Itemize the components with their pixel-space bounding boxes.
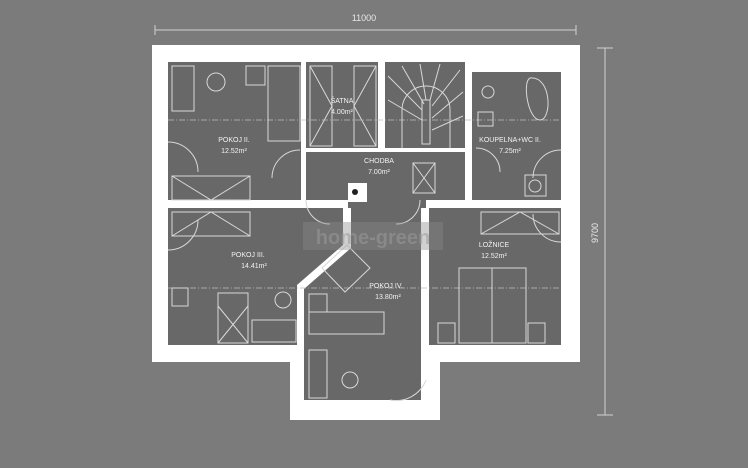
room-label-koupelna: KOUPELNA+WC II. 7.25m² — [479, 137, 541, 155]
dimension-depth: 9700 — [590, 47, 613, 416]
room-label-pokoj-iii: POKOJ III. 14.41m² — [231, 252, 267, 270]
svg-text:POKOJ IV.: POKOJ IV. — [369, 283, 403, 290]
room-koupelna — [472, 72, 561, 200]
width-label: 11000 — [352, 13, 376, 23]
svg-text:POKOJ II.: POKOJ II. — [218, 137, 250, 144]
dimension-width: 11000 — [154, 13, 577, 35]
svg-text:LOŽNICE: LOŽNICE — [479, 240, 510, 249]
room-loznice — [429, 208, 561, 345]
room-label-pokoj-ii: POKOJ II. 12.52m² — [218, 137, 250, 155]
svg-text:CHODBA: CHODBA — [364, 158, 394, 165]
svg-text:12.52m²: 12.52m² — [221, 148, 247, 155]
room-satna — [306, 62, 378, 148]
room-chodba — [306, 152, 465, 208]
room-pokoj-iv — [304, 208, 421, 400]
room-label-loznice: LOŽNICE 12.52m² — [479, 240, 510, 260]
svg-text:14.41m²: 14.41m² — [241, 263, 267, 270]
furniture — [167, 65, 562, 402]
depth-label: 9700 — [590, 223, 600, 243]
svg-text:ŠATNA: ŠATNA — [331, 96, 354, 105]
room-pokoj-iii — [168, 208, 343, 345]
room-label-pokoj-iv: POKOJ IV. 13.80m² — [369, 283, 403, 301]
svg-text:7.25m²: 7.25m² — [499, 148, 521, 155]
svg-text:4.00m²: 4.00m² — [331, 109, 353, 116]
svg-text:13.80m²: 13.80m² — [375, 294, 401, 301]
svg-text:12.52m²: 12.52m² — [481, 253, 507, 260]
svg-text:POKOJ III.: POKOJ III. — [231, 252, 265, 259]
room-label-satna: ŠATNA 4.00m² — [331, 96, 354, 116]
svg-text:KOUPELNA+WC II.: KOUPELNA+WC II. — [479, 137, 541, 144]
svg-text:7.00m²: 7.00m² — [368, 169, 390, 176]
room-label-chodba: CHODBA 7.00m² — [364, 158, 394, 176]
staircase — [387, 63, 464, 148]
watermark: home-green — [316, 227, 430, 249]
room-pokoj-ii — [168, 62, 301, 200]
room-staircase — [385, 62, 465, 148]
